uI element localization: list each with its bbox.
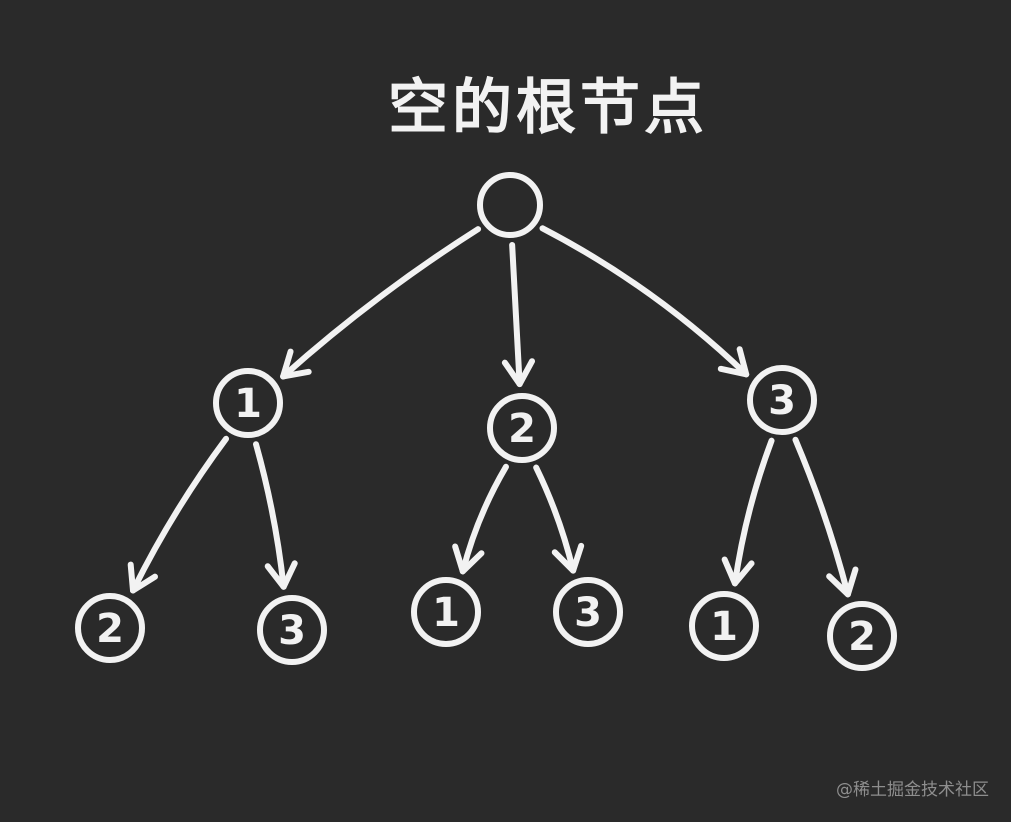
- node-1-3: 3: [257, 595, 327, 665]
- tree-edges: [127, 225, 859, 598]
- arrowhead: [452, 543, 485, 575]
- node-circle: [477, 172, 543, 238]
- node-2-1: 1: [411, 577, 481, 647]
- edge-1-to-2: [127, 435, 230, 594]
- edge-line: [539, 225, 750, 378]
- edge-line: [130, 435, 230, 594]
- edge-1-to-3: [252, 441, 298, 590]
- node-3: 3: [747, 365, 817, 435]
- node-3-2: 2: [827, 601, 897, 671]
- edge-line: [280, 226, 482, 380]
- arrowhead: [501, 358, 536, 388]
- edge-3-to-1: [721, 437, 775, 587]
- arrowhead: [127, 561, 159, 594]
- edge-line: [731, 437, 775, 587]
- node-circle: [747, 365, 817, 435]
- node-circle: [689, 591, 759, 661]
- node-2: 2: [487, 393, 557, 463]
- tree-nodes: 1 2 3 2 1 3 3 1 2: [75, 172, 897, 671]
- node-circle: [213, 368, 283, 438]
- node-label: 1: [432, 590, 460, 636]
- root-node: [477, 172, 543, 238]
- edge-2-to-3: [533, 464, 585, 574]
- node-label: 3: [278, 608, 306, 654]
- diagram-title: 空的根节点: [388, 73, 708, 143]
- node-label: 2: [848, 614, 876, 660]
- edge-line: [792, 436, 851, 598]
- arrowhead: [721, 556, 755, 587]
- node-circle: [75, 593, 145, 663]
- node-label: 1: [710, 604, 738, 650]
- node-label: 3: [574, 590, 602, 636]
- node-label: 1: [234, 381, 262, 427]
- edge-3-to-2: [792, 436, 859, 598]
- node-1: 1: [213, 368, 283, 438]
- arrowhead: [717, 346, 750, 378]
- node-3-1: 1: [689, 591, 759, 661]
- node-1-2: 2: [75, 593, 145, 663]
- edge-2-to-1: [452, 463, 509, 575]
- node-label: 3: [768, 378, 796, 424]
- arrowhead: [826, 566, 859, 598]
- arrowhead: [264, 560, 298, 590]
- edge-root-to-2: [501, 241, 536, 388]
- watermark: @稀土掘金技术社区: [836, 780, 989, 800]
- node-label: 2: [96, 606, 124, 652]
- edge-line: [252, 441, 287, 590]
- node-circle: [487, 393, 557, 463]
- arrowhead: [551, 542, 585, 574]
- node-circle: [553, 577, 623, 647]
- edge-line: [509, 241, 523, 388]
- node-circle: [411, 577, 481, 647]
- edge-line: [533, 464, 577, 574]
- edge-line: [459, 463, 509, 575]
- node-label: 2: [508, 406, 536, 452]
- node-2-3: 3: [553, 577, 623, 647]
- node-circle: [257, 595, 327, 665]
- edge-root-to-3: [539, 225, 750, 378]
- node-circle: [827, 601, 897, 671]
- edge-root-to-1: [280, 226, 482, 380]
- arrowhead: [280, 348, 312, 380]
